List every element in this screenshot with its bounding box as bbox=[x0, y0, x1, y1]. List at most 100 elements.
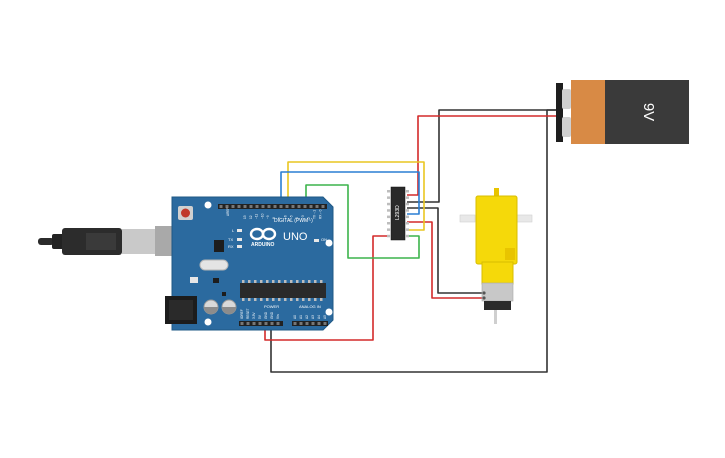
analog-pin-label: A4 bbox=[317, 315, 321, 319]
battery-9v[interactable]: 9V bbox=[556, 80, 689, 144]
analog-pin[interactable] bbox=[311, 322, 315, 325]
chip-pin bbox=[308, 280, 311, 283]
power-pin-label: Vin bbox=[276, 314, 280, 319]
dc-motor[interactable] bbox=[459, 188, 533, 324]
digital-pin[interactable] bbox=[243, 205, 247, 208]
mount-hole bbox=[325, 308, 333, 316]
power-pin[interactable] bbox=[264, 322, 268, 325]
driver-pin[interactable] bbox=[387, 234, 391, 238]
reset-button[interactable] bbox=[178, 206, 193, 220]
led-on-label: ON bbox=[321, 237, 327, 242]
analog-pin[interactable] bbox=[323, 322, 327, 325]
wire-yellow-pin-driver[interactable] bbox=[287, 161, 425, 231]
analog-pin[interactable] bbox=[299, 322, 303, 325]
analog-header[interactable] bbox=[292, 321, 328, 326]
driver-pin[interactable] bbox=[405, 196, 409, 199]
power-pin[interactable] bbox=[270, 322, 274, 325]
digital-pin-label: 4 bbox=[295, 217, 299, 219]
driver-pin[interactable] bbox=[387, 209, 391, 212]
analog-pin[interactable] bbox=[293, 322, 297, 325]
analog-pin-label: A2 bbox=[305, 315, 309, 319]
digital-pin[interactable] bbox=[255, 205, 259, 208]
analog-pin[interactable] bbox=[317, 322, 321, 325]
motor-terminal[interactable] bbox=[482, 296, 486, 300]
digital-pin[interactable] bbox=[321, 205, 325, 208]
chip-pin bbox=[284, 298, 287, 301]
usb-cable[interactable] bbox=[38, 226, 175, 256]
power-pin[interactable] bbox=[258, 322, 262, 325]
crystal bbox=[199, 259, 229, 271]
digital-pin[interactable] bbox=[273, 205, 277, 208]
driver-pin[interactable] bbox=[405, 228, 409, 231]
digital-pin-label: ~6 bbox=[284, 215, 288, 219]
chip-pin bbox=[302, 280, 305, 283]
chip-pin bbox=[248, 298, 251, 301]
power-pin-label: GND bbox=[264, 311, 268, 319]
chip-pin bbox=[242, 298, 245, 301]
power-pin[interactable] bbox=[252, 322, 256, 325]
digital-pin[interactable] bbox=[297, 205, 301, 208]
mount-hole bbox=[204, 318, 212, 326]
digital-pin[interactable] bbox=[249, 205, 253, 208]
led-tx bbox=[237, 238, 242, 241]
driver-pin[interactable] bbox=[387, 222, 391, 225]
chip-pin bbox=[302, 298, 305, 301]
wire-black-driver-motor[interactable] bbox=[407, 207, 482, 294]
digital-pin-label: ~11 bbox=[255, 214, 259, 219]
digital-pin-label: ~9 bbox=[266, 215, 270, 219]
digital-pin[interactable] bbox=[309, 205, 313, 208]
chip-pin bbox=[254, 280, 257, 283]
driver-pin[interactable] bbox=[387, 190, 391, 193]
power-pin[interactable] bbox=[246, 322, 250, 325]
wire-red-5v-driver[interactable] bbox=[264, 235, 389, 341]
driver-pin[interactable] bbox=[405, 190, 409, 193]
digital-pin[interactable] bbox=[219, 205, 223, 208]
digital-header[interactable] bbox=[218, 204, 327, 209]
chip-pin bbox=[290, 280, 293, 283]
chip-pin bbox=[260, 298, 263, 301]
driver-pin[interactable] bbox=[387, 215, 391, 219]
chip-pin bbox=[308, 298, 311, 301]
chip-pin bbox=[266, 298, 269, 301]
driver-label: L293D bbox=[395, 205, 401, 220]
mount-hole bbox=[204, 201, 212, 209]
digital-pin[interactable] bbox=[291, 205, 295, 208]
digital-pin[interactable] bbox=[231, 205, 235, 208]
digital-pin[interactable] bbox=[267, 205, 271, 208]
motor-terminal[interactable] bbox=[482, 291, 486, 295]
digital-pin[interactable] bbox=[237, 205, 241, 208]
digital-pin[interactable] bbox=[303, 205, 307, 208]
power-header-label: POWER bbox=[264, 304, 279, 309]
power-pin[interactable] bbox=[240, 322, 244, 325]
digital-pin[interactable] bbox=[315, 205, 319, 208]
digital-pin[interactable] bbox=[285, 205, 289, 208]
led-tx-label: TX bbox=[228, 237, 233, 242]
digital-pin[interactable] bbox=[261, 205, 265, 208]
chip-pin bbox=[278, 298, 281, 301]
driver-pin[interactable] bbox=[405, 222, 409, 225]
wire-red-driver-motor[interactable] bbox=[407, 221, 482, 299]
wire-red-battery-driver[interactable] bbox=[407, 115, 560, 196]
chip-pin bbox=[314, 280, 317, 283]
power-pin[interactable] bbox=[276, 322, 280, 325]
board-brand: ARDUINO bbox=[251, 242, 274, 248]
driver-pin[interactable] bbox=[405, 202, 409, 206]
wire-green-pin-driver[interactable] bbox=[305, 184, 420, 259]
analog-pin[interactable] bbox=[305, 322, 309, 325]
power-jack[interactable] bbox=[165, 296, 197, 324]
wire-blue-pin-driver[interactable] bbox=[280, 171, 420, 215]
driver-pin[interactable] bbox=[387, 202, 391, 206]
driver-pin[interactable] bbox=[405, 215, 409, 219]
wire-black-battery-driver[interactable] bbox=[407, 109, 560, 203]
digital-pin[interactable] bbox=[225, 205, 229, 208]
l293d-driver[interactable]: L293D bbox=[387, 186, 409, 241]
driver-pin[interactable] bbox=[405, 209, 409, 212]
digital-pin-label: RX←0 bbox=[318, 209, 322, 219]
driver-pin[interactable] bbox=[387, 228, 391, 231]
driver-pin[interactable] bbox=[405, 234, 409, 238]
digital-pin[interactable] bbox=[279, 205, 283, 208]
driver-pin[interactable] bbox=[387, 196, 391, 199]
